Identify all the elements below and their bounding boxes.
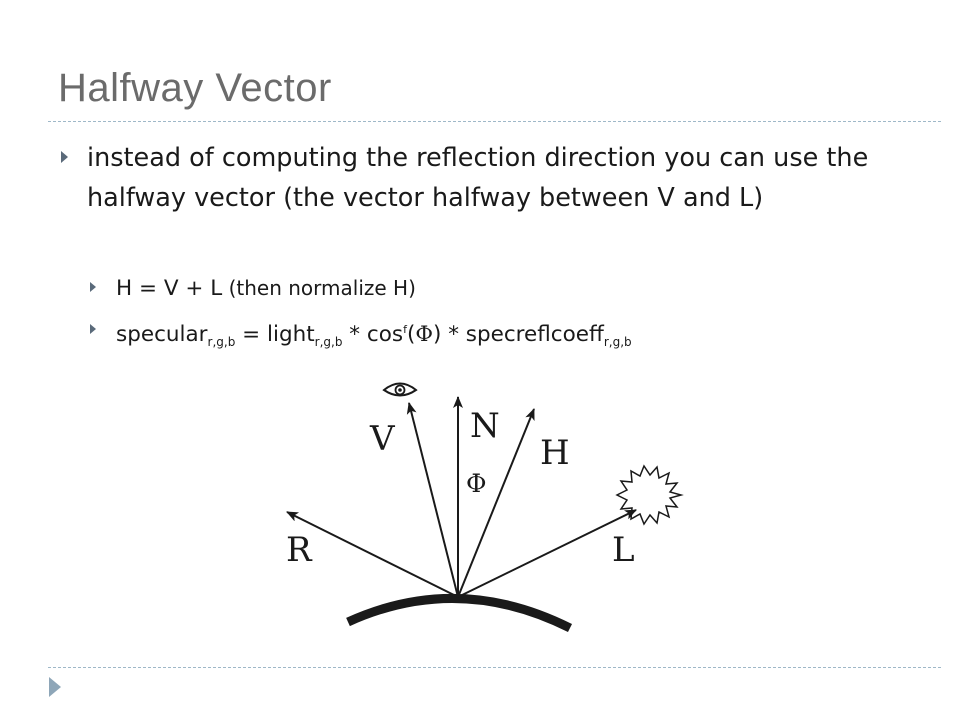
phi-symbol: Φ [415,322,433,347]
light-source-icon [615,464,684,526]
label-h: H [540,433,570,473]
superscript: f [403,323,407,336]
next-slide-arrow-icon[interactable] [49,677,61,697]
coeff-term: ) * specreflcoeff [432,322,604,347]
label-r: R [286,530,313,570]
subscript: r,g,b [207,335,236,349]
footer-divider [48,667,941,668]
label-phi: Φ [466,469,487,498]
subscript: r,g,b [314,335,343,349]
halfway-vector-h [457,408,535,598]
subscript: r,g,b [603,335,632,349]
formula-note: (then normalize H) [222,276,416,300]
title-divider [48,121,941,122]
formula-h: H = V + L [116,276,223,301]
eye-icon [382,382,418,397]
reflection-vector-r [286,511,459,598]
paren-open: ( [406,322,416,347]
sub-bullet-halfway-formula: H = V + L (then normalize H) [116,274,416,303]
bullet-main: instead of computing the reflection dire… [87,143,869,213]
label-l: L [612,530,635,570]
light-vector-l [457,509,637,598]
surface-curve [346,594,573,633]
sub-bullet-specular-formula: specularr,g,b = lightr,g,b * cosf(Φ) * s… [116,316,632,356]
slide-title: Halfway Vector [58,66,332,110]
sub-bullet-arrow-icon [90,324,96,334]
label-v: V [369,419,396,459]
cos-term: * cos [342,322,404,347]
bullet-arrow-icon [61,151,68,163]
view-vector-v [406,402,459,598]
light-term: = light [235,322,315,347]
label-n: N [470,406,500,446]
sub-bullet-arrow-icon [90,282,96,292]
specular-term: specular [116,322,208,347]
